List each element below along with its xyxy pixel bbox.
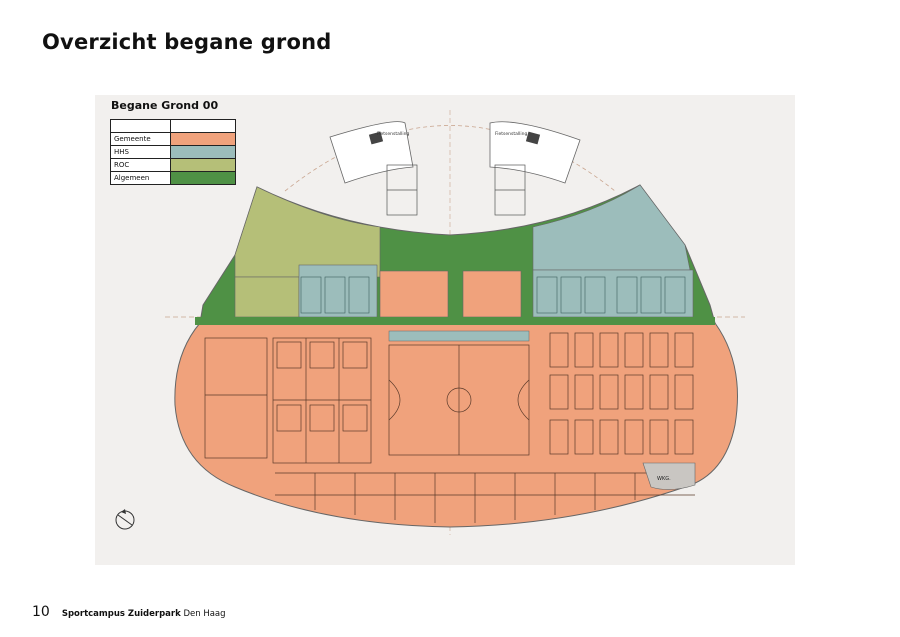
footer-city: Den Haag [183, 609, 226, 619]
plan-title: Begane Grond 00 [111, 99, 219, 112]
bike-shelter-right [489, 121, 581, 184]
bike-shelter-left-label: Fietsenstalling [377, 131, 409, 137]
north-arrow-icon [115, 509, 135, 530]
zone-hhs-left [298, 264, 378, 318]
legend-label: ROC [111, 159, 171, 171]
legend-label: HHS [111, 146, 171, 158]
legend-swatch [171, 172, 235, 184]
legend-swatch [171, 133, 235, 145]
zone-roc-upper [234, 186, 381, 278]
zone-gemeente [174, 322, 738, 528]
legend-item-algemeen: Algemeen [111, 172, 235, 184]
footer-brand: Sportcampus Zuiderpark Den Haag [62, 609, 226, 619]
page-footer: 10 Sportcampus Zuiderpark Den Haag [32, 604, 226, 620]
zone-roc-lower [234, 276, 300, 318]
plan-legend: Gemeente HHS ROC Algemeen [110, 119, 236, 185]
legend-item-hhs: HHS [111, 146, 235, 159]
legend-item-roc: ROC [111, 159, 235, 172]
legend-label: Gemeente [111, 133, 171, 145]
legend-swatch [171, 159, 235, 171]
footer-brand-name: Sportcampus Zuiderpark [61, 609, 181, 619]
room-wkg [642, 462, 696, 490]
room-wkg-label: WKG. [657, 476, 671, 482]
floor-plan-drawing: Fietsenstalling Fietsenstalling [115, 110, 745, 535]
legend-label: Algemeen [111, 172, 171, 184]
page-title: Overzicht begane grond [42, 30, 332, 54]
zone-hhs-upper-right [532, 184, 691, 271]
legend-header-row [111, 120, 235, 133]
bike-shelter-right-label: Fietsenstalling [495, 131, 527, 137]
page-number: 10 [32, 604, 50, 620]
legend-swatch [171, 146, 235, 158]
zone-hhs-tribune [388, 330, 530, 342]
legend-item-gemeente: Gemeente [111, 133, 235, 146]
floor-plan-panel: Fietsenstalling Fietsenstalling [95, 95, 795, 565]
bike-shelter-left [329, 121, 414, 184]
